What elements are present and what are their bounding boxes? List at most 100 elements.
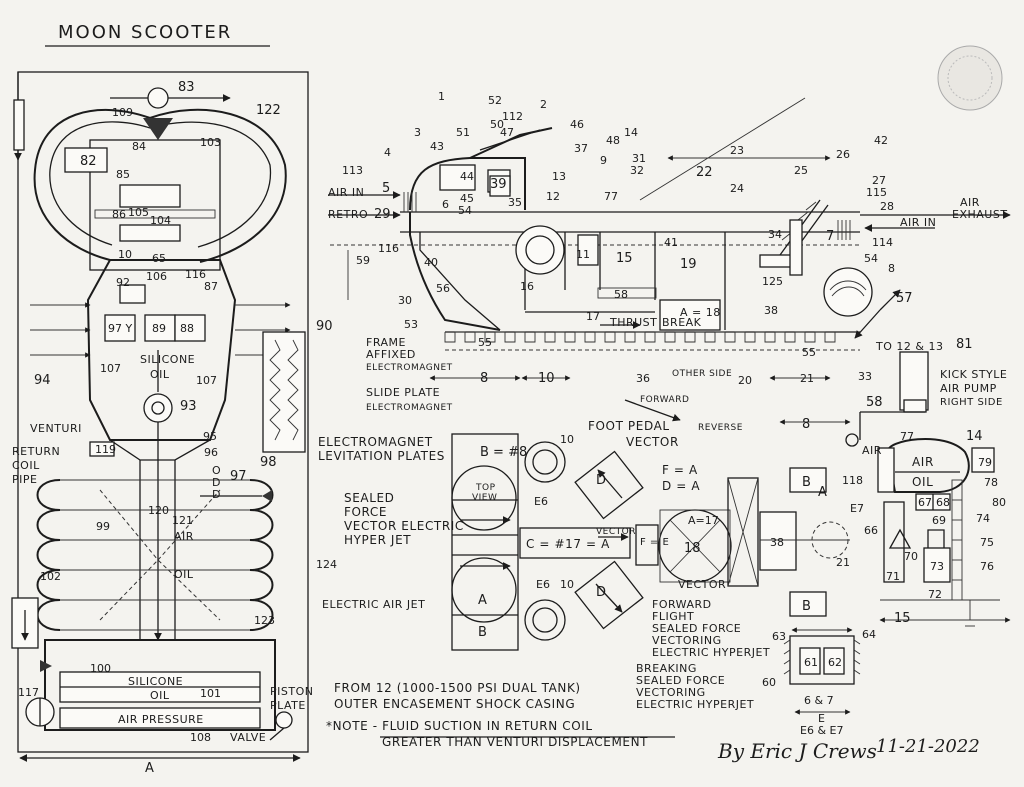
f-eq-a-label: F = A (662, 463, 698, 477)
part-75: 75 (980, 536, 994, 549)
air-exhaust-1: AIR (960, 196, 980, 209)
part-42: 42 (874, 134, 888, 147)
top-view-1: TOP (475, 483, 496, 493)
part-6: 6 (442, 198, 449, 211)
return-coil-pipe-1: RETURN (12, 445, 60, 458)
part-10a: 10 (118, 248, 132, 261)
forward-label: FORWARD (640, 395, 689, 405)
part-88: 88 (180, 322, 194, 335)
drawing-date: 11-21-2022 (876, 736, 980, 757)
side-view-assembly (328, 97, 1011, 425)
retro-label: RETRO (328, 208, 368, 221)
tank-air-label: AIR (862, 444, 882, 457)
oil-label-left: OIL (174, 568, 194, 581)
part-117: 117 (18, 686, 39, 699)
part-58b: 58 (866, 395, 883, 410)
part-8c: 8 (802, 417, 810, 432)
part-5: 5 (382, 181, 390, 196)
part-10-ring: 10 (560, 433, 574, 446)
air-oil-oil-label: OIL (912, 475, 933, 489)
part-9: 9 (600, 154, 607, 167)
part-60: 60 (762, 676, 776, 689)
part-1: 1 (438, 90, 445, 103)
part-B-jet: B (478, 625, 487, 640)
odd-d1: D (212, 476, 220, 489)
part-77a: 77 (604, 190, 618, 203)
part-43: 43 (430, 140, 444, 153)
return-coil-pipe-2: COIL (12, 459, 40, 472)
stamp-seal (937, 45, 1003, 111)
hyperjet-assembly (451, 433, 850, 651)
part-44: 44 (460, 170, 474, 183)
part-46: 46 (570, 118, 584, 131)
part-86: 86 (112, 208, 126, 221)
note-line-1: FROM 12 (1000-1500 PSI DUAL TANK) (334, 681, 581, 695)
part-113: 113 (342, 164, 363, 177)
part-E7: E7 (850, 502, 864, 515)
break-label: BREAK (662, 316, 702, 329)
part-50: 50 (490, 118, 504, 131)
part-D-1: D (596, 473, 606, 488)
part-106: 106 (146, 270, 167, 283)
part-97y: 97 Y (108, 322, 132, 335)
part-58a: 58 (614, 288, 628, 301)
part-36: 36 (636, 372, 650, 385)
slide-plate-1: SLIDE PLATE (366, 386, 440, 399)
part-10c: 10 (560, 578, 574, 591)
part-93: 93 (180, 399, 197, 414)
part-68: 68 (936, 496, 950, 509)
part-56: 56 (436, 282, 450, 295)
levitation-1: ELECTROMAGNET (318, 435, 433, 449)
part-3: 3 (414, 126, 421, 139)
part-64: 64 (862, 628, 876, 641)
kick-pump-2: AIR PUMP (940, 382, 997, 395)
part-8a: 8 (888, 262, 895, 275)
part-52: 52 (488, 94, 502, 107)
part-14a: 14 (624, 126, 638, 139)
forward-flight-2: FLIGHT (652, 610, 694, 623)
to-12-13-label: TO 12 & 13 (875, 340, 943, 353)
part-57: 57 (896, 291, 913, 306)
part-105: 105 (128, 206, 149, 219)
part-123: 123 (254, 614, 275, 627)
odd-d2: D (212, 488, 220, 501)
part-100: 100 (90, 662, 111, 675)
part-65: 65 (152, 252, 166, 265)
part-70: 70 (904, 550, 918, 563)
thrust-label: THRUST (609, 316, 657, 329)
part-96: 96 (204, 446, 218, 459)
part-7: 7 (826, 229, 834, 244)
part-73: 73 (930, 560, 944, 573)
part-25: 25 (794, 164, 808, 177)
part-38: 38 (764, 304, 778, 317)
part-10b: 10 (538, 371, 555, 386)
part-119: 119 (95, 443, 116, 456)
part-99: 99 (96, 520, 110, 533)
part-101: 101 (200, 687, 221, 700)
breaking-2: SEALED FORCE (636, 674, 725, 687)
part-79: 79 (978, 456, 992, 469)
forward-flight-5: ELECTRIC HYPERJET (652, 646, 770, 659)
forward-flight-1: FORWARD (652, 598, 712, 611)
piston-plate-1: PISTON (270, 685, 313, 698)
part-121: 121 (172, 514, 193, 527)
part-21b: 21 (836, 556, 850, 569)
part-102: 102 (40, 570, 61, 583)
part-63: 63 (772, 630, 786, 643)
part-24: 24 (730, 182, 744, 195)
side-view-labels: 1 52 2 3 43 51 50 112 47 46 48 14 4 113 … (328, 90, 1007, 433)
part-62: 62 (828, 656, 842, 669)
levitation-2: LEVITATION PLATES (318, 449, 445, 463)
note-line-3: *NOTE - FLUID SUCTION IN RETURN COIL (326, 719, 593, 733)
b-eq-8-label: B = #8 (480, 445, 527, 460)
frame-affixed-3: ELECTROMAGNET (366, 363, 453, 373)
part-66: 66 (864, 524, 878, 537)
part-97: 97 (230, 469, 247, 484)
part-59: 59 (356, 254, 370, 267)
part-69: 69 (932, 514, 946, 527)
signature: By Eric J Crews (717, 739, 877, 763)
part-114: 114 (872, 236, 893, 249)
part-8b: 8 (480, 371, 488, 386)
part-26: 26 (836, 148, 850, 161)
